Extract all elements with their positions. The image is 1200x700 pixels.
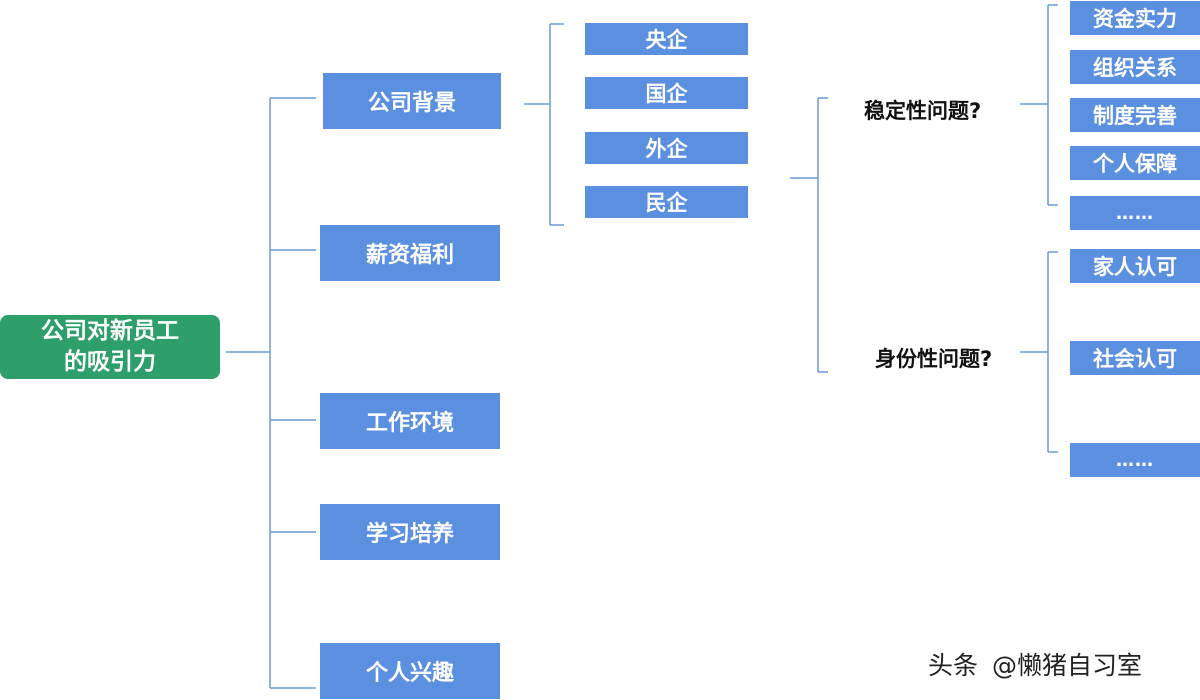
leaf-organization-relations: 组织关系: [1070, 50, 1200, 84]
watermark-platform: 头条: [928, 651, 979, 680]
root-label-line2: 的吸引力: [64, 349, 156, 375]
node-private-company: 民企: [585, 186, 748, 218]
leaf-family-recognition: 家人认可: [1070, 249, 1200, 283]
leaf-stability-more: ……: [1070, 196, 1200, 230]
node-work-environment: 工作环境: [320, 393, 500, 449]
node-personal-interest: 个人兴趣: [320, 643, 500, 699]
node-learning-training: 学习培养: [320, 504, 500, 560]
leaf-sound-system: 制度完善: [1070, 98, 1200, 132]
root-label-line1: 公司对新员工: [41, 318, 179, 344]
watermark: 头条 @懒猪自习室: [928, 646, 1142, 682]
leaf-financial-strength: 资金实力: [1070, 1, 1200, 35]
leaf-personal-security: 个人保障: [1070, 146, 1200, 180]
node-company-background: 公司背景: [323, 73, 501, 129]
leaf-social-recognition: 社会认可: [1070, 341, 1200, 375]
leaf-identity-more: ……: [1070, 443, 1200, 477]
question-stability: 稳定性问题?: [864, 99, 982, 123]
node-salary-benefits: 薪资福利: [320, 225, 500, 281]
node-foreign-company: 外企: [585, 132, 748, 164]
node-state-owned: 国企: [585, 77, 748, 109]
watermark-account: @懒猪自习室: [992, 651, 1143, 680]
root-node: 公司对新员工 的吸引力: [0, 315, 220, 379]
node-central-soe: 央企: [585, 23, 748, 55]
question-identity: 身份性问题?: [875, 347, 993, 371]
